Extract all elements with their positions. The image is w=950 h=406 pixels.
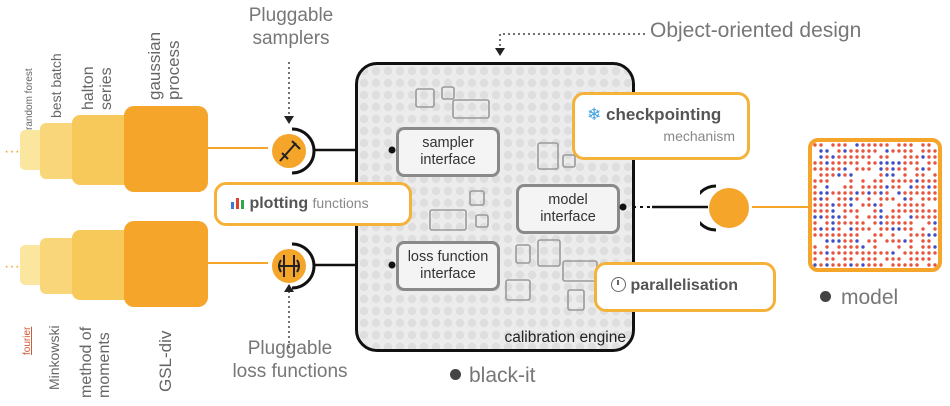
loss-plug-icon	[272, 242, 316, 290]
checkpointing-callout: ❄ checkpointing mechanism	[572, 92, 750, 160]
black-it-label: black-it	[450, 364, 536, 388]
loss-blocks: ···	[4, 221, 208, 307]
svg-text:···: ···	[4, 143, 20, 160]
bullet-icon	[450, 369, 461, 380]
sampler-blocks: ···	[4, 106, 208, 192]
object-oriented-label: Object-oriented design	[650, 19, 862, 42]
calibration-engine-label: calibration engine	[504, 329, 626, 346]
stopwatch-icon	[611, 277, 626, 292]
model-grid	[808, 138, 942, 272]
model-label: model	[820, 286, 898, 310]
pluggable-loss-label: Pluggable loss functions	[232, 338, 348, 382]
model-grid-dots	[813, 143, 937, 267]
bullet-icon	[820, 291, 831, 302]
plotting-callout: plotting functions	[214, 182, 412, 226]
model-plug-icon	[700, 184, 749, 232]
bar-chart-icon	[231, 196, 245, 209]
parallelisation-callout: parallelisation	[594, 262, 776, 312]
pluggable-samplers-label: Pluggable samplers	[248, 5, 334, 49]
snowflake-icon: ❄	[587, 105, 602, 124]
sampler-plug-icon	[272, 127, 316, 175]
svg-text:···: ···	[4, 258, 20, 275]
